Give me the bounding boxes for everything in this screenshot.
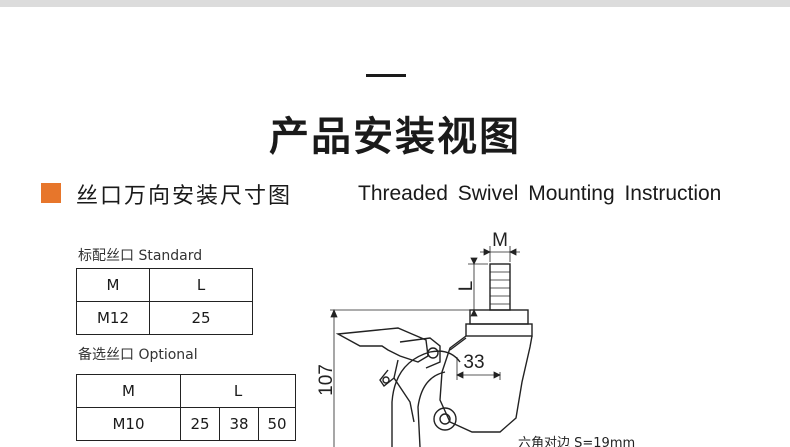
header-m: M: [76, 268, 150, 302]
section-title-cn: 丝口万向安装尺寸图: [76, 184, 293, 209]
brake-pivot: [427, 347, 439, 359]
wheel: [391, 350, 461, 447]
threaded-stem: [489, 263, 511, 311]
header-l: L: [180, 374, 296, 408]
table-row: M12 25: [76, 301, 253, 335]
cell-l: 25: [149, 301, 253, 335]
brake-lever: [335, 327, 429, 363]
top-border: [0, 0, 790, 7]
section-title-en: Threaded Swivel Mounting Instruction: [358, 182, 722, 205]
cell-l-1: 25: [180, 407, 220, 441]
cell-m: M10: [76, 407, 181, 441]
dim-m-label: M: [492, 230, 508, 251]
dim-33-label: 33: [463, 352, 484, 373]
cell-l-3: 50: [258, 407, 296, 441]
section-marker: [41, 183, 61, 203]
table-row: M10 25 38 50: [76, 407, 296, 441]
dim-l-label: L: [456, 281, 477, 292]
cell-l-2: 38: [219, 407, 259, 441]
page-title: 产品安装视图: [269, 114, 521, 160]
optional-table: M L M10 25 38 50: [76, 374, 296, 441]
table-header-row: M L: [76, 374, 296, 408]
hex-note: 六角对边 S=19mm: [518, 436, 635, 447]
standard-label: 标配丝口 Standard: [78, 248, 203, 264]
header-m: M: [76, 374, 181, 408]
cell-m: M12: [76, 301, 150, 335]
dim-107-label: 107: [316, 364, 337, 396]
axle: [433, 407, 457, 431]
hex-nut: [469, 309, 529, 325]
title-dash: [366, 74, 406, 77]
table-header-row: M L: [76, 268, 253, 302]
header-l: L: [149, 268, 253, 302]
fork-body: [439, 335, 533, 433]
standard-table: M L M12 25: [76, 268, 253, 335]
brake-pedal: [379, 359, 399, 388]
optional-label: 备选丝口 Optional: [78, 347, 198, 363]
caster-drawing: M L 33 107 六角对边 S=19mm: [316, 230, 635, 447]
